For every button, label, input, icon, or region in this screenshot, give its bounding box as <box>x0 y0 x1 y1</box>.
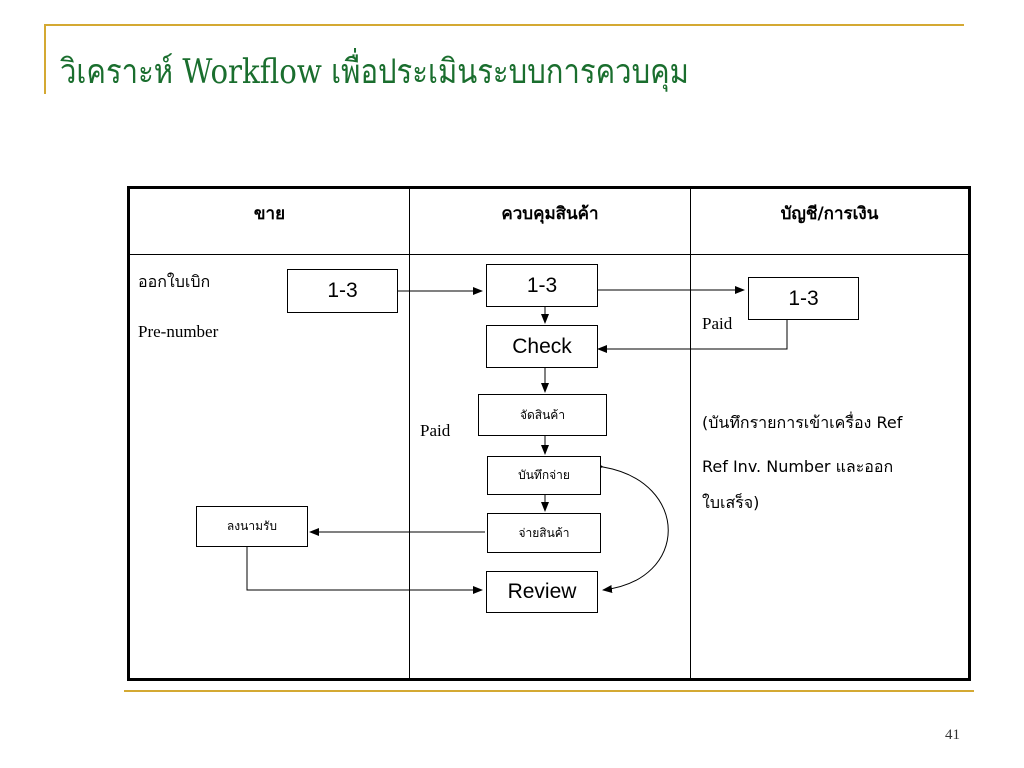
column-header-sales: ขาย <box>253 204 286 224</box>
column-divider-1 <box>409 189 410 678</box>
arrow-record-review-curve <box>593 461 669 593</box>
issue-requisition-label: ออกใบเบิก <box>138 272 211 291</box>
accounting-note-line-1: (บันทึกรายการเข้าเครื่อง Ref <box>702 413 903 432</box>
accounting-note-line-2: Ref Inv. Number และออก <box>702 457 894 476</box>
check-box: Check <box>486 325 598 368</box>
header-divider <box>130 254 968 255</box>
slide-title: วิเคราะห์ Workflow เพื่อประเมินระบบการคว… <box>60 52 689 92</box>
workflow-table <box>127 186 971 681</box>
arrow-paid-to-check <box>597 320 788 353</box>
prepare-goods-box: จัดสินค้า <box>478 394 607 436</box>
page-number: 41 <box>945 727 960 743</box>
column-header-inventory: ควบคุมสินค้า <box>501 204 599 224</box>
review-box: Review <box>486 571 598 613</box>
column-divider-2 <box>690 189 691 678</box>
inventory-doc-box: 1-3 <box>486 264 598 307</box>
sales-doc-box: 1-3 <box>287 269 398 313</box>
arrow-sign-to-review <box>246 547 483 594</box>
sign-receipt-box: ลงนามรับ <box>196 506 308 547</box>
inventory-paid-label: Paid <box>420 421 451 440</box>
dispatch-goods-box: จ่ายสินค้า <box>487 513 601 553</box>
record-dispatch-box: บันทึกจ่าย <box>487 456 601 495</box>
accounting-note-line-3: ใบเสร็จ) <box>702 493 760 512</box>
bottom-rule <box>124 690 974 692</box>
pre-number-label: Pre-number <box>138 322 219 341</box>
left-rule <box>44 24 46 94</box>
accounting-paid-label: Paid <box>702 314 733 333</box>
accounting-doc-box: 1-3 <box>748 277 859 320</box>
column-header-accounting: บัญชี/การเงิน <box>780 204 879 224</box>
top-rule <box>44 24 964 26</box>
